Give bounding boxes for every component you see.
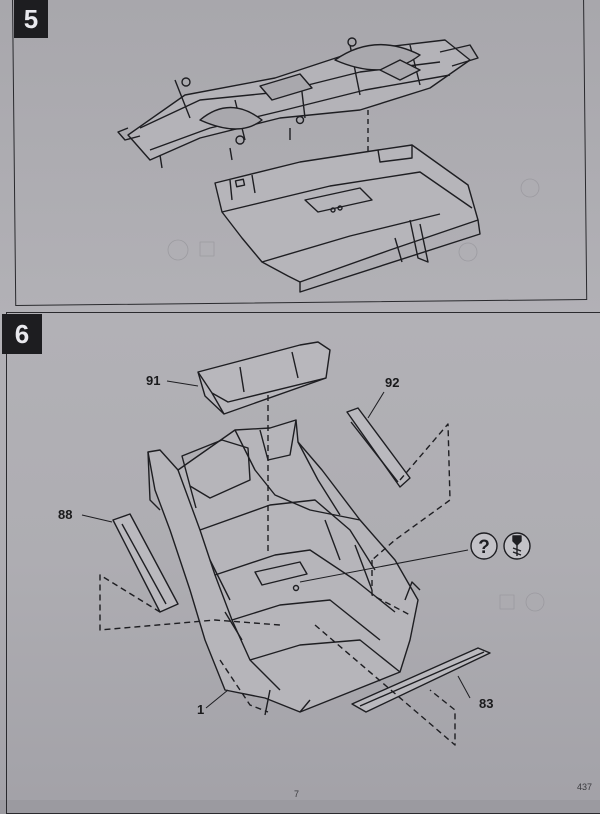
svg-text:?: ? [478,537,490,558]
step-5-number: 5 [14,0,48,38]
chassis-frame [117,37,479,169]
question-mark-icon: ? [470,532,498,560]
floor-pan [214,144,481,293]
side-window-92 [346,407,411,488]
page-number: 7 [294,789,300,799]
step-6-number: 6 [2,314,42,354]
part-label-83: 83 [479,696,494,711]
cab-body-1 [147,419,421,716]
side-window-88 [112,513,179,613]
step-6-guide-lines [99,395,456,746]
part-label-92: 92 [385,375,400,390]
part-label-1: 1 [197,702,205,717]
rear-glass-83 [351,647,491,713]
part-label-88: 88 [58,507,73,522]
drill-bit-icon [503,532,531,560]
roof-panel-91 [197,341,331,415]
part-label-91: 91 [146,373,161,388]
document-code: 437 [577,782,593,792]
